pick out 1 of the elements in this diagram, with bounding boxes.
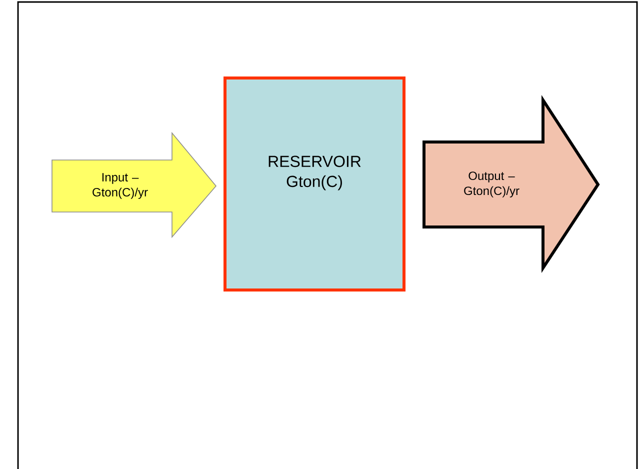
reservoir-box: RESERVOIR Gton(C) [224,76,406,292]
